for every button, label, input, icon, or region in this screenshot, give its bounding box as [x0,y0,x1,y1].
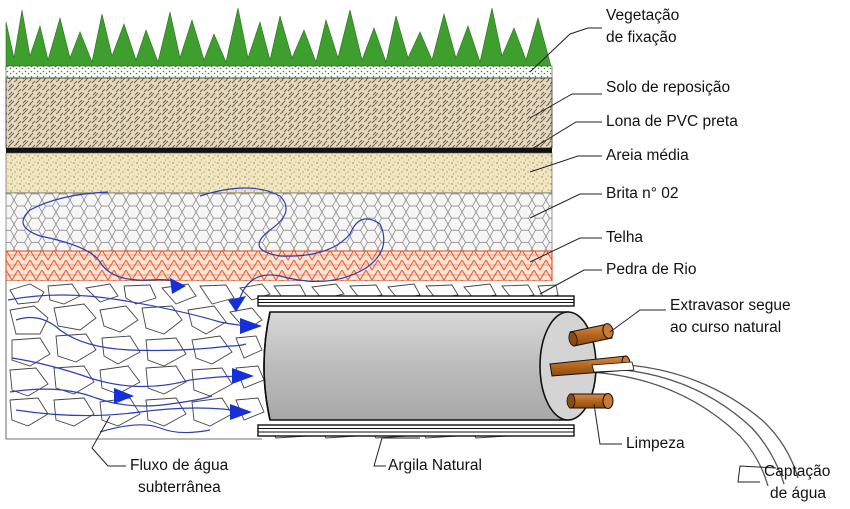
argila-natural-bands [257,295,575,437]
label-extravasor-line2: ao curso natural [670,319,781,336]
flow-arrow [240,318,262,334]
label-extravasor-line1: Extravasor segue [670,297,791,314]
label-argila-natural: Argila Natural [388,457,482,474]
outlet-captacao [549,355,635,377]
lona-pvc-layer [6,148,552,153]
label-telha: Telha [606,229,643,246]
drain-pipe [263,311,597,421]
vegetation-layer [5,7,553,71]
flow-arrow [228,296,246,312]
vegetation-base-strip [5,65,553,79]
label-brita: Brita n° 02 [606,185,679,202]
captacao-tubes [587,363,799,487]
label-captacao-line2: de água [770,485,826,502]
flow-arrow [170,278,186,294]
label-captacao-line1: Captação [764,463,830,480]
flow-arrow [114,388,134,404]
solo-reposicao-layer [5,77,553,149]
label-lona-pvc: Lona de PVC preta [606,113,738,130]
leader-lines [91,27,777,483]
label-fluxo-line2: subterrânea [138,479,221,496]
outlet-limpeza [566,393,614,409]
label-areia-media: Areia média [606,147,689,164]
label-vegetacao-line1: Vegetação [606,7,679,24]
label-limpeza: Limpeza [626,435,685,452]
flow-arrow [230,404,252,420]
label-solo-reposicao: Solo de reposição [606,79,730,96]
groundwater-flow-lines [7,187,385,434]
label-pedra-de-rio: Pedra de Rio [606,261,696,278]
flow-arrow [232,368,254,384]
label-fluxo-line1: Fluxo de água [130,457,229,474]
flow-arrows [114,278,262,420]
areia-media-layer [5,152,553,194]
label-vegetacao-line2: de fixação [606,29,677,46]
outlet-extravasor [568,323,614,347]
